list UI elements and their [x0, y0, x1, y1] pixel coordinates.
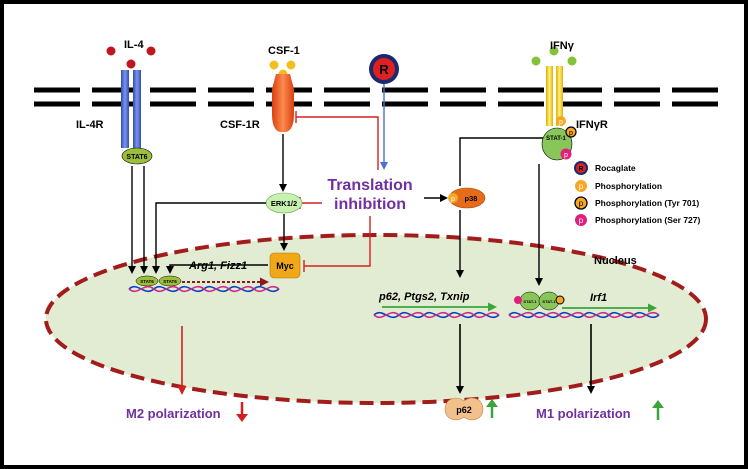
- inhibition-to-csf1r: [295, 111, 379, 170]
- legend-rocaglate-symbol: R: [578, 166, 583, 173]
- stat1-ser-symbol: p: [564, 152, 568, 159]
- p62-protein: [444, 397, 484, 421]
- p62-up-arrow: [486, 399, 498, 418]
- stat6-dimer-left: STAT6: [140, 279, 154, 284]
- stat1-tyr-icon: [565, 126, 577, 138]
- m1-outcome-label: M1 polarization: [536, 406, 631, 421]
- m2-outcome-label: M2 polarization: [126, 406, 221, 421]
- legend-phospho-icon: [575, 180, 587, 192]
- legend-tyr-label: Phosphorylation (Tyr 701): [595, 198, 699, 208]
- il4-receptor: [121, 70, 141, 148]
- legend-tyr-symbol: p: [579, 199, 584, 208]
- rocaglate-symbol: R: [379, 62, 389, 77]
- rocaglate-drug: [369, 54, 399, 84]
- stat1-ser-icon: [560, 148, 572, 160]
- stat6-dimer: [135, 275, 182, 287]
- diagram-canvas: Nucleus IL-4 IL-4R STAT6 CSF-1 CSF-1R R …: [4, 4, 744, 465]
- ifng-ligand: [531, 46, 577, 66]
- p38-phospho-symbol: p: [451, 196, 455, 203]
- legend-ser-label: Phosphorylation (Ser 727): [595, 215, 700, 225]
- p38-genes-label: p62, Ptgs2, Txnip: [378, 291, 470, 303]
- nucleus: [44, 233, 708, 405]
- csf1-receptor: [272, 74, 294, 132]
- il4r-label: IL-4R: [76, 119, 104, 131]
- erk-label: ERK1/2: [271, 199, 297, 208]
- p38-label: p38: [465, 194, 478, 203]
- p62-label: p62: [456, 405, 472, 415]
- csf1-label: CSF-1: [268, 45, 300, 57]
- il4-ligand: [106, 46, 156, 69]
- legend-ser-icon: [575, 214, 587, 226]
- dna-p38: [373, 311, 500, 319]
- translation-label: Translation: [327, 177, 412, 194]
- p38-phospho-icon: [448, 193, 458, 203]
- stat1-tyr-symbol: p: [569, 130, 573, 137]
- dna-m1: [508, 311, 660, 319]
- m2-down-arrow: [236, 402, 248, 422]
- m1-gene-label: Irf1: [590, 292, 607, 304]
- myc-label: Myc: [276, 261, 294, 271]
- stat1-dimer-right: STAT-1: [542, 299, 556, 304]
- legend: R Rocaglate p Phosphorylation p Phosphor…: [574, 161, 700, 226]
- m1-up-arrow: [652, 400, 664, 420]
- inhibition-to-myc: [303, 216, 371, 272]
- stat1-dimer: [514, 291, 565, 311]
- stat6-label: STAT6: [126, 154, 147, 161]
- stat6-node: [121, 147, 153, 165]
- stat6-dimer-right: STAT6: [163, 279, 177, 284]
- stat1-to-p38-arrow: [459, 134, 557, 186]
- legend-rocaglate-label: Rocaglate: [595, 163, 636, 173]
- ifngr-label: IFNγR: [576, 119, 608, 131]
- m2-genes-label: Arg1, Fizz1: [188, 260, 247, 272]
- legend-tyr-icon: [574, 196, 588, 210]
- inhibition-to-erk: [299, 197, 322, 209]
- ifng-label: IFNγ: [550, 40, 575, 52]
- legend-phospho-label: Phosphorylation: [595, 181, 662, 191]
- dna-m2: [128, 285, 280, 293]
- myc-node: [269, 252, 301, 279]
- csf1r-label: CSF-1R: [220, 119, 260, 131]
- inhibition-label: inhibition: [334, 196, 406, 213]
- il4-label: IL-4: [124, 39, 144, 51]
- stat1-phospho-symbol: p: [559, 119, 563, 126]
- legend-ser-symbol: p: [579, 216, 584, 225]
- pathway-diagram: Nucleus IL-4 IL-4R STAT6 CSF-1 CSF-1R R …: [34, 39, 724, 422]
- legend-phospho-symbol: p: [579, 182, 584, 191]
- myc-to-promoter-arrow: [166, 264, 268, 274]
- nucleus-label: Nucleus: [594, 255, 637, 267]
- erk-to-promoter-arrow: [152, 202, 266, 274]
- stat1-label: STAT-1: [546, 136, 566, 142]
- ifng-receptor: [546, 66, 563, 126]
- stat1-phospho-icon: [556, 116, 566, 126]
- stat1-dimer-left: STAT-1: [523, 299, 537, 304]
